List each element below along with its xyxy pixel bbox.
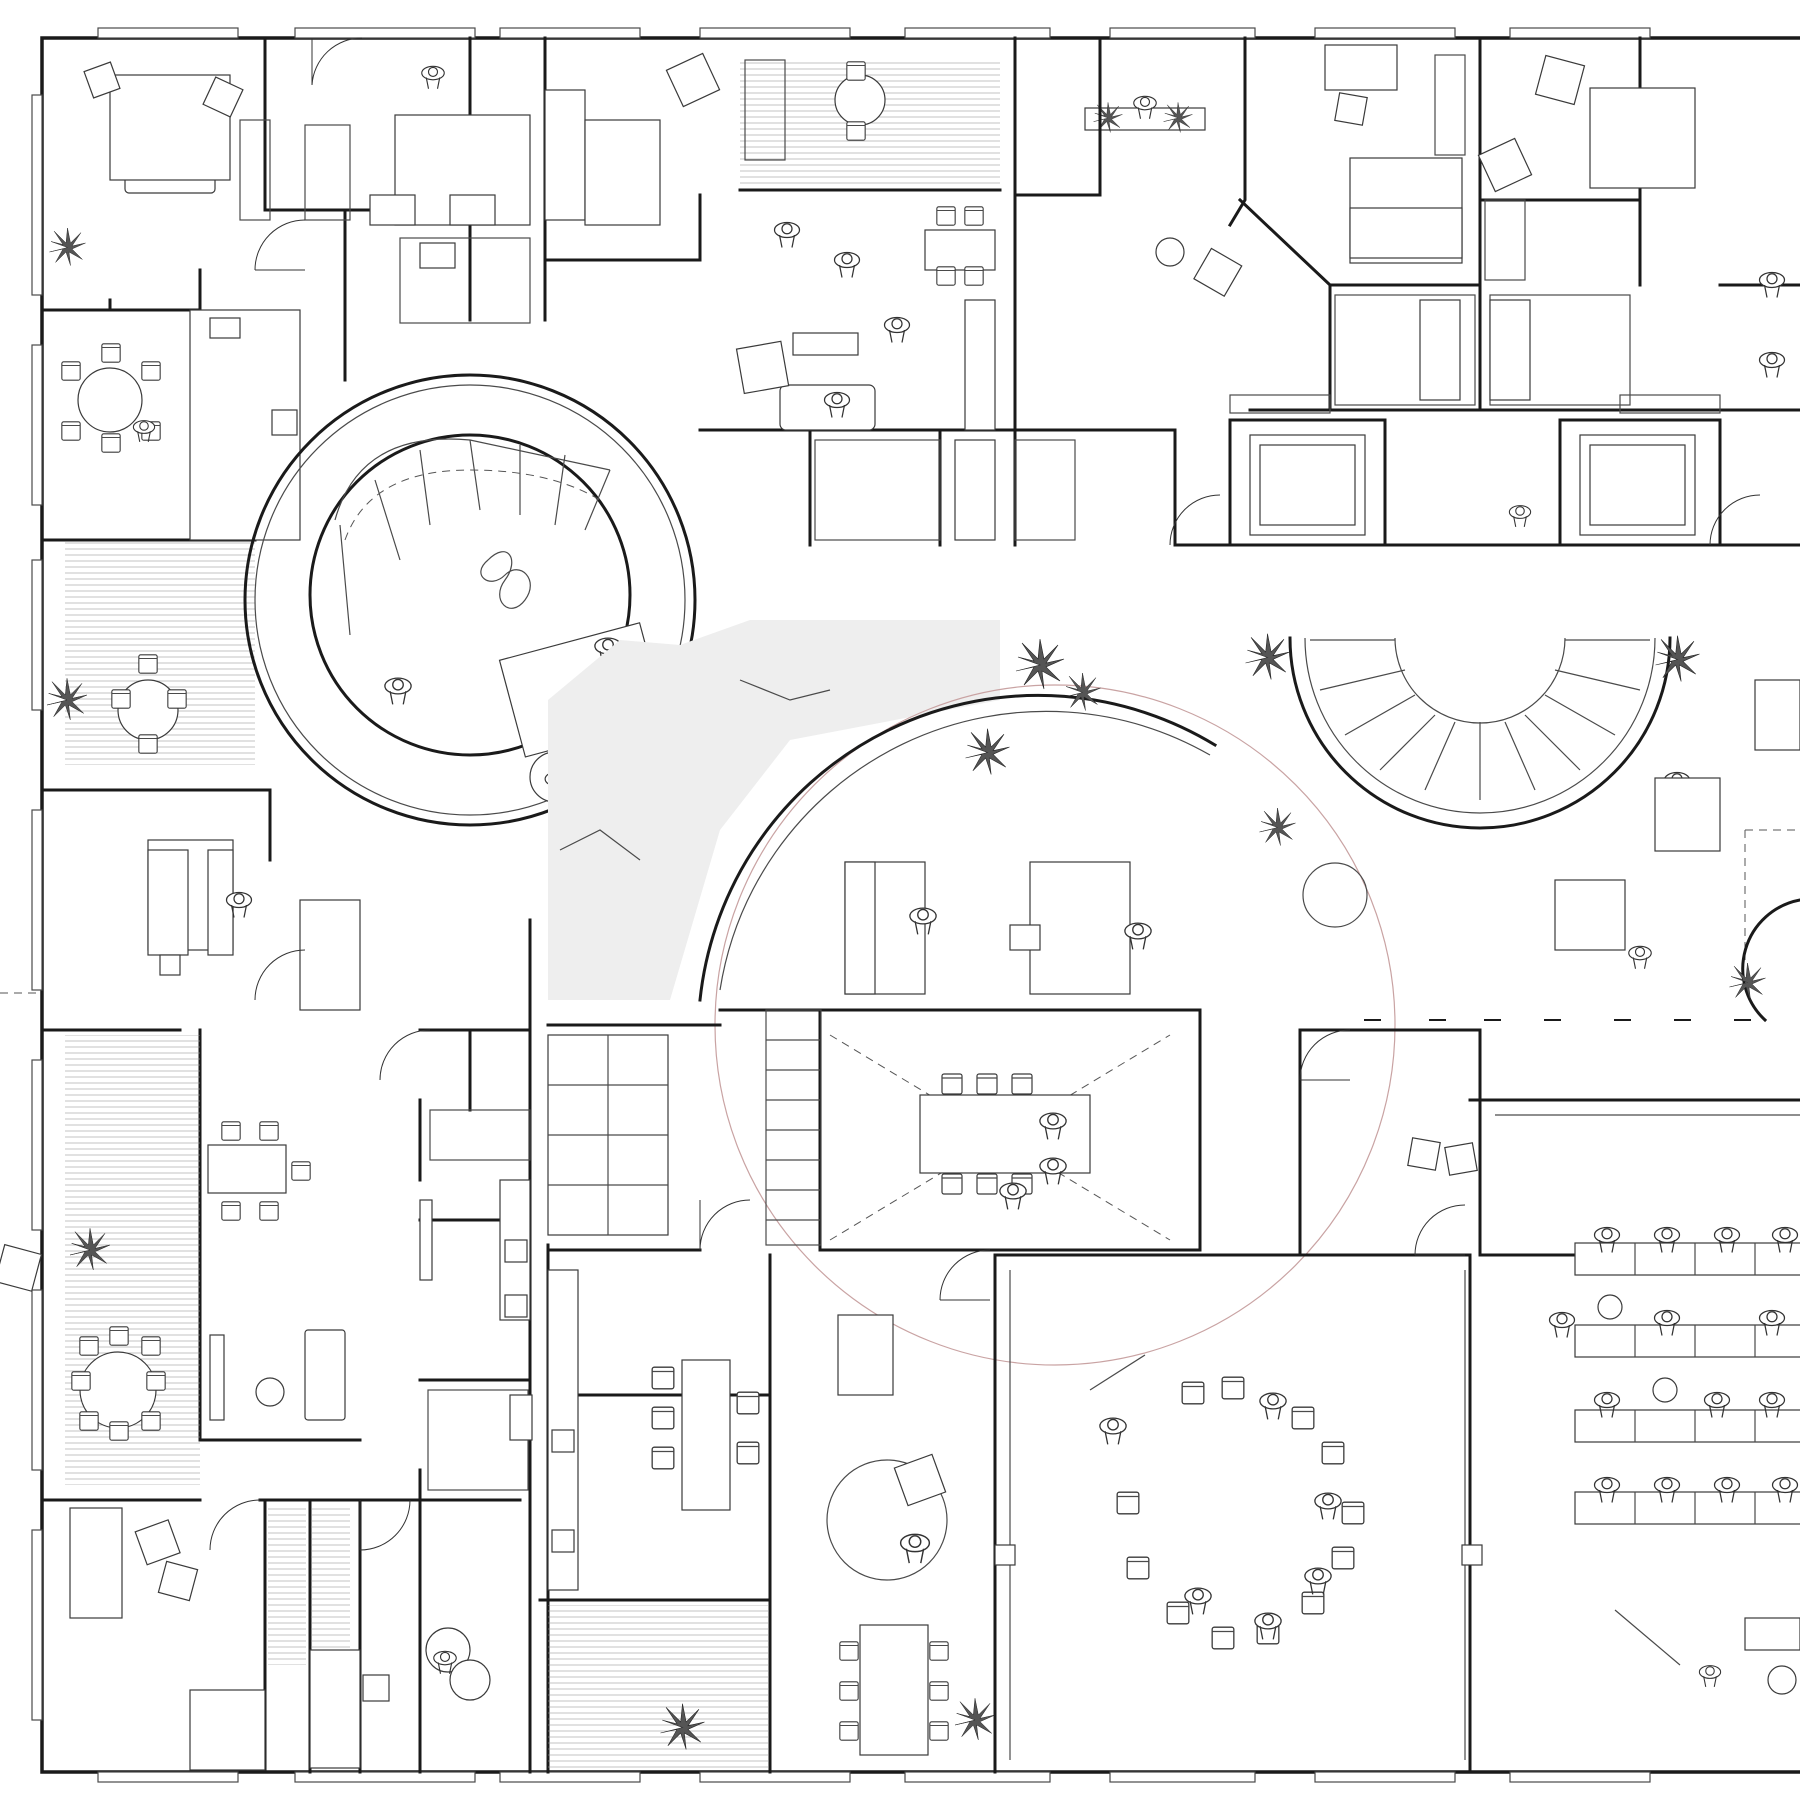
plant-icon [965, 728, 1010, 775]
door-swing-icon [1299, 1029, 1351, 1081]
door-swing-icon [1414, 1204, 1466, 1256]
plant-icon [954, 1698, 996, 1741]
person-icon [1039, 1157, 1067, 1186]
exterior-wall [31, 27, 1800, 1783]
person-icon [1628, 945, 1652, 970]
living-left-lower [0, 1028, 522, 1502]
bedroom-left-mid [147, 839, 361, 1011]
person-icon [1508, 505, 1532, 528]
door-swing-icon [939, 1249, 991, 1301]
plant-icon [1245, 633, 1290, 680]
person-icon [1548, 1311, 1576, 1339]
door-swing-icon [359, 1499, 411, 1551]
plant-icon [49, 227, 86, 266]
person-icon [1099, 1417, 1127, 1446]
door-swing-icon [254, 949, 306, 1001]
door-swing-icon [1169, 494, 1221, 546]
person-icon [773, 221, 801, 249]
plant-icon [1015, 638, 1065, 690]
person-icon [1758, 271, 1786, 299]
plant-icon [1064, 672, 1101, 711]
atrium-void [548, 620, 1000, 1000]
person-icon [421, 65, 445, 90]
service-core-left [418, 918, 533, 1774]
plant-icon [1655, 635, 1700, 682]
apartment-top-left [40, 36, 531, 862]
door-swing-icon [254, 219, 306, 271]
studio-bottom-center [538, 1253, 997, 1774]
workshop-circle-right [993, 1028, 1483, 1774]
central-workspace [698, 638, 1396, 1366]
plant-icon [1259, 807, 1296, 846]
person-icon [1758, 351, 1786, 379]
terrace-left-upper [46, 540, 255, 765]
meeting-room-center [546, 1008, 1202, 1774]
person-icon [1259, 1392, 1287, 1421]
person-icon [899, 1533, 931, 1564]
door-swing-icon [209, 1499, 261, 1551]
apartment-top-right [1098, 36, 1800, 547]
person-icon [1314, 1492, 1342, 1521]
person-icon [883, 316, 911, 344]
toy-track-icon [480, 551, 531, 609]
person-icon [384, 677, 412, 706]
door-swing-icon [311, 37, 363, 86]
door-swing-icon [699, 1199, 751, 1251]
person-icon [833, 251, 861, 279]
person-icon [1304, 1567, 1332, 1596]
door-swing-icon [379, 1029, 431, 1081]
person-icon [1698, 1665, 1722, 1688]
apartment-top-center [543, 36, 1206, 547]
person-icon [999, 1182, 1027, 1211]
door-swing-icon [1709, 494, 1761, 546]
bedroom-bottom-left [69, 1468, 491, 1774]
right-hall [1364, 777, 1800, 1023]
door-swings [209, 37, 1761, 1551]
classroom-right [1468, 1098, 1800, 1695]
